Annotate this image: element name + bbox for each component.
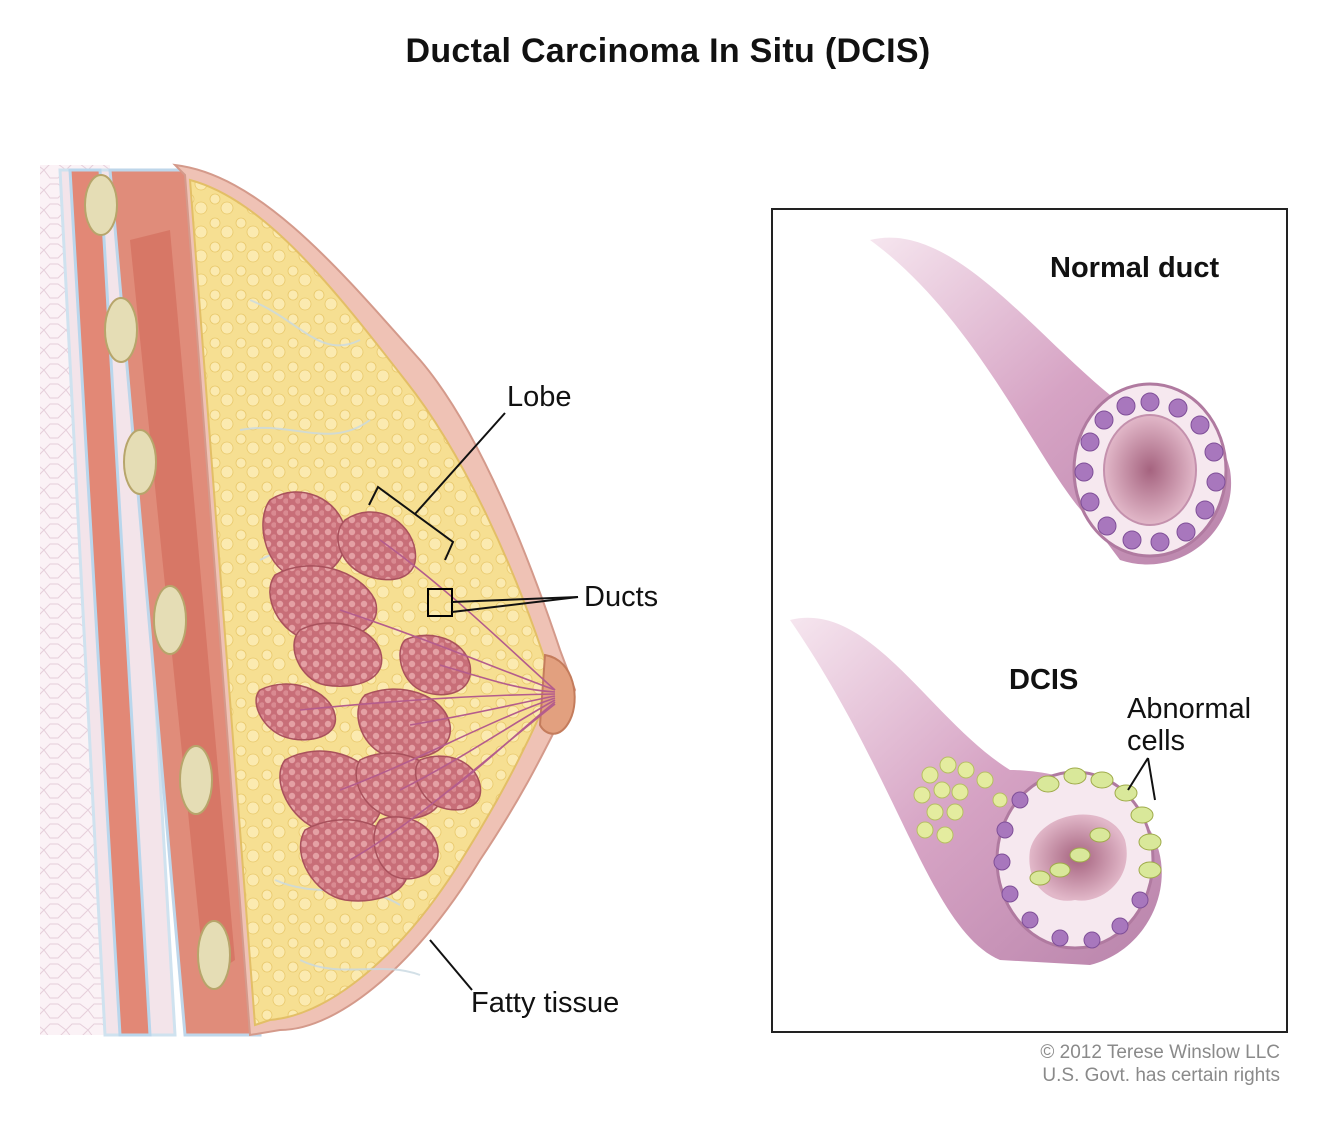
abnormal-cells-leaders [1127,757,1156,801]
lobe-bracket [368,485,455,561]
ducts-callout-box [427,588,453,617]
dcis-label: DCIS [1009,664,1079,696]
ducts [299,539,556,861]
dcis-cells-normal [993,791,1149,949]
fatty-tissue-label: Fatty tissue [471,987,620,1019]
leader-lines [368,412,579,991]
normal-cells [1074,392,1226,552]
copyright-line-2: U.S. Govt. has certain rights [1042,1065,1280,1086]
ducts-leader-2 [451,596,579,613]
abnormal-cells-label-line2: cells [1127,725,1186,757]
breast-cross-section [40,163,577,1037]
dcis-cells-abnormal [1029,767,1162,886]
abnormal-cells-label-line1: Abnormal [1127,693,1252,725]
fatty-leader [429,939,473,991]
lobe-label: Lobe [507,381,572,413]
copyright-line-1: © 2012 Terese Winslow LLC [1040,1042,1280,1063]
normal-duct [870,237,1232,565]
dcis-duct [790,617,1162,965]
rib-muscle-band [68,168,152,1037]
abnormal-cell-cluster [913,756,1008,844]
ducts-leader-1 [451,596,579,603]
diagram-title: Ductal Carcinoma In Situ (DCIS) [405,32,931,70]
inset-panel [771,208,1288,1033]
lobe-leader [414,412,506,515]
copyright-notice: © 2012 Terese Winslow LLC U.S. Govt. has… [1040,1041,1280,1087]
lobes [255,491,482,902]
nipple [538,653,576,735]
ducts-label: Ducts [584,581,659,613]
rib-cross-sections [84,174,231,990]
normal-duct-label: Normal duct [1050,252,1220,284]
